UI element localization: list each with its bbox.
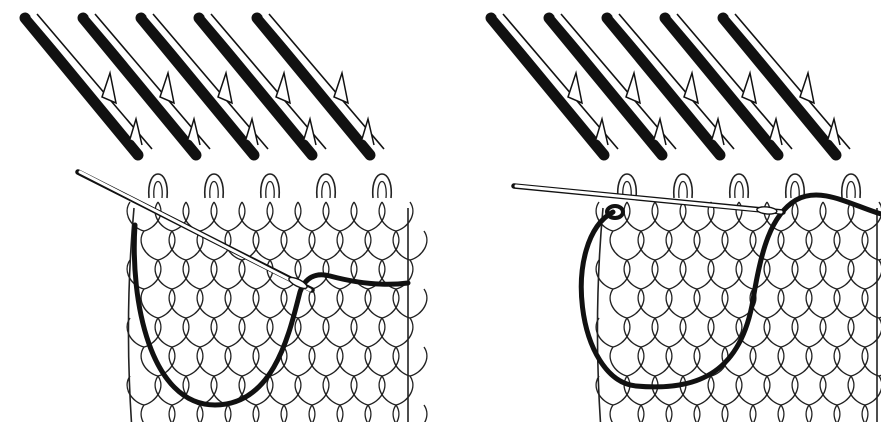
sewing-needle-fill (80, 172, 310, 290)
needle-latch (568, 73, 582, 103)
needle-highlight (497, 16, 612, 151)
top-loop (786, 174, 805, 198)
needle-latch (218, 73, 232, 103)
panel-step-2 (441, 0, 881, 422)
stitch (862, 289, 881, 318)
needle-latch (102, 73, 116, 103)
needle-shaft (491, 18, 604, 155)
top-loop (149, 174, 168, 198)
machine-needle (257, 14, 384, 155)
needle-latch (276, 73, 290, 103)
top-loop-inner (210, 182, 218, 199)
top-loop (205, 174, 224, 198)
needle-highlight (31, 16, 146, 151)
top-loop (261, 174, 280, 198)
needle-shaft (25, 18, 138, 155)
knitting-illustration-step-2 (441, 0, 881, 422)
top-loop-inner (378, 182, 386, 199)
stitch (862, 231, 881, 260)
needle-latch (160, 73, 174, 103)
needle-latch (800, 73, 814, 103)
top-loop (730, 174, 749, 198)
top-loop (674, 174, 693, 198)
top-loop-inner (847, 182, 855, 199)
needle-latch (684, 73, 698, 103)
knitting-illustration-step-1 (0, 0, 440, 422)
needle-latch (742, 73, 756, 103)
machine-needles (25, 14, 384, 155)
top-loop (317, 174, 336, 198)
top-loop-inner (735, 182, 743, 199)
top-loop-inner (679, 182, 687, 199)
top-loop-inner (266, 182, 274, 199)
stitch (862, 405, 881, 422)
top-loop (842, 174, 861, 198)
needle-latch (626, 73, 640, 103)
machine-needles (491, 14, 850, 155)
panel-step-1 (0, 0, 440, 422)
needle-latch (334, 73, 348, 103)
top-loop (373, 174, 392, 198)
top-loop-inner (791, 182, 799, 199)
sewing-needle (78, 172, 312, 291)
top-loop-inner (154, 182, 162, 199)
top-loop-inner (322, 182, 330, 199)
needle-eye (757, 206, 778, 215)
sewing-needle-fill (516, 186, 781, 212)
stitch (862, 347, 881, 376)
machine-needle (723, 14, 850, 155)
selvedge-left (597, 208, 603, 422)
